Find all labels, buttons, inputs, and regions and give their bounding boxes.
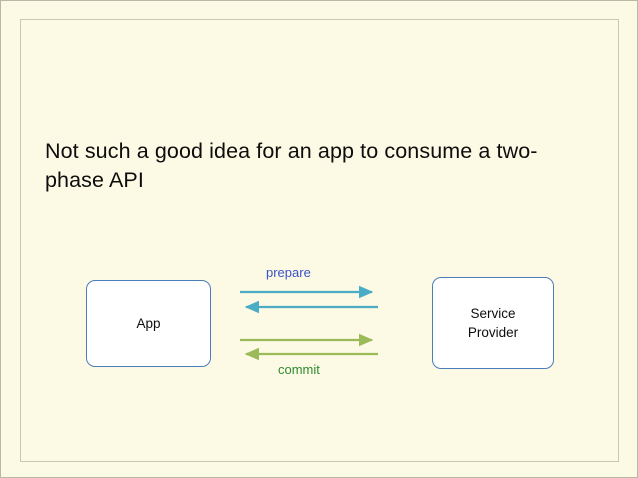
slide-inner-frame <box>20 19 619 462</box>
page-title: Not such a good idea for an app to consu… <box>45 139 538 192</box>
edge-label-commit: commit <box>278 362 320 377</box>
diagram-node-app[interactable]: App <box>86 280 211 367</box>
diagram-node-service-provider[interactable]: Service Provider <box>432 277 554 369</box>
edge-label-prepare: prepare <box>266 265 311 280</box>
diagram-node-app-label: App <box>136 316 161 331</box>
diagram-node-service-provider-label: Service Provider <box>467 306 519 340</box>
